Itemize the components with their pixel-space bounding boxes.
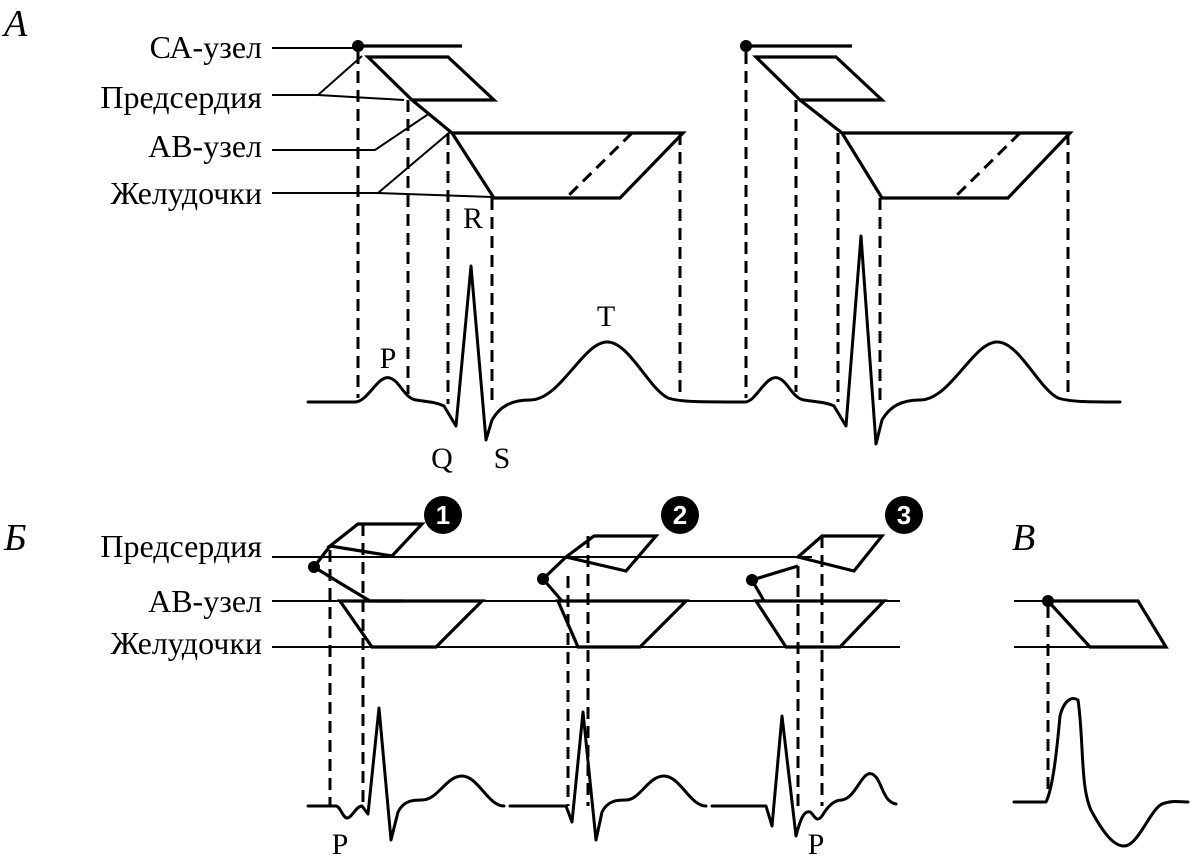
marker-3: 3 bbox=[885, 496, 923, 534]
conduction-cycle-1 bbox=[352, 40, 687, 200]
wave-label-s: S bbox=[494, 442, 511, 475]
label-ventricles: Желудочки bbox=[111, 175, 262, 211]
label-av-node-b: АВ-узел bbox=[148, 583, 262, 619]
conduction-group-2 bbox=[537, 534, 690, 806]
conduction-cycle-2 bbox=[740, 40, 1074, 200]
wave-label-r: R bbox=[463, 202, 483, 235]
marker-2: 2 bbox=[661, 496, 699, 534]
conduction-group-c bbox=[1014, 595, 1169, 796]
panel-label-c: В bbox=[1012, 517, 1035, 559]
conduction-group-1 bbox=[308, 522, 486, 806]
marker-3-number: 3 bbox=[897, 500, 911, 530]
leader-lines bbox=[272, 47, 493, 198]
marker-1: 1 bbox=[424, 496, 462, 534]
marker-2-number: 2 bbox=[673, 500, 687, 530]
ecg-trace-c bbox=[1012, 697, 1190, 848]
wave-label-p: P bbox=[380, 342, 397, 375]
label-sa-node: СА-узел bbox=[150, 29, 262, 65]
ecg-trace-b-1 bbox=[306, 706, 506, 842]
wave-label-q: Q bbox=[431, 442, 453, 475]
projection-lines-a bbox=[356, 52, 1070, 404]
marker-1-number: 1 bbox=[436, 500, 450, 530]
conduction-group-3 bbox=[746, 534, 888, 806]
ecg-trace-a bbox=[306, 234, 1122, 446]
sa-node-dot bbox=[740, 40, 752, 52]
label-atria: Предсердия bbox=[100, 79, 262, 115]
wave-label-t: T bbox=[597, 300, 615, 333]
label-ventricles-b: Желудочки bbox=[111, 625, 262, 661]
panel-label-b: Б bbox=[3, 517, 26, 559]
ecg-trace-b-3 bbox=[710, 714, 898, 838]
ecg-trace-b-2 bbox=[508, 710, 708, 842]
label-atria-b: Предсердия bbox=[100, 528, 262, 564]
panel-label-a: А bbox=[1, 3, 28, 45]
wave-label-p-b1: P bbox=[332, 828, 349, 860]
wave-label-p-b3: P bbox=[808, 828, 825, 860]
sa-node-dot bbox=[352, 40, 364, 52]
label-av-node: АВ-узел bbox=[148, 128, 262, 164]
